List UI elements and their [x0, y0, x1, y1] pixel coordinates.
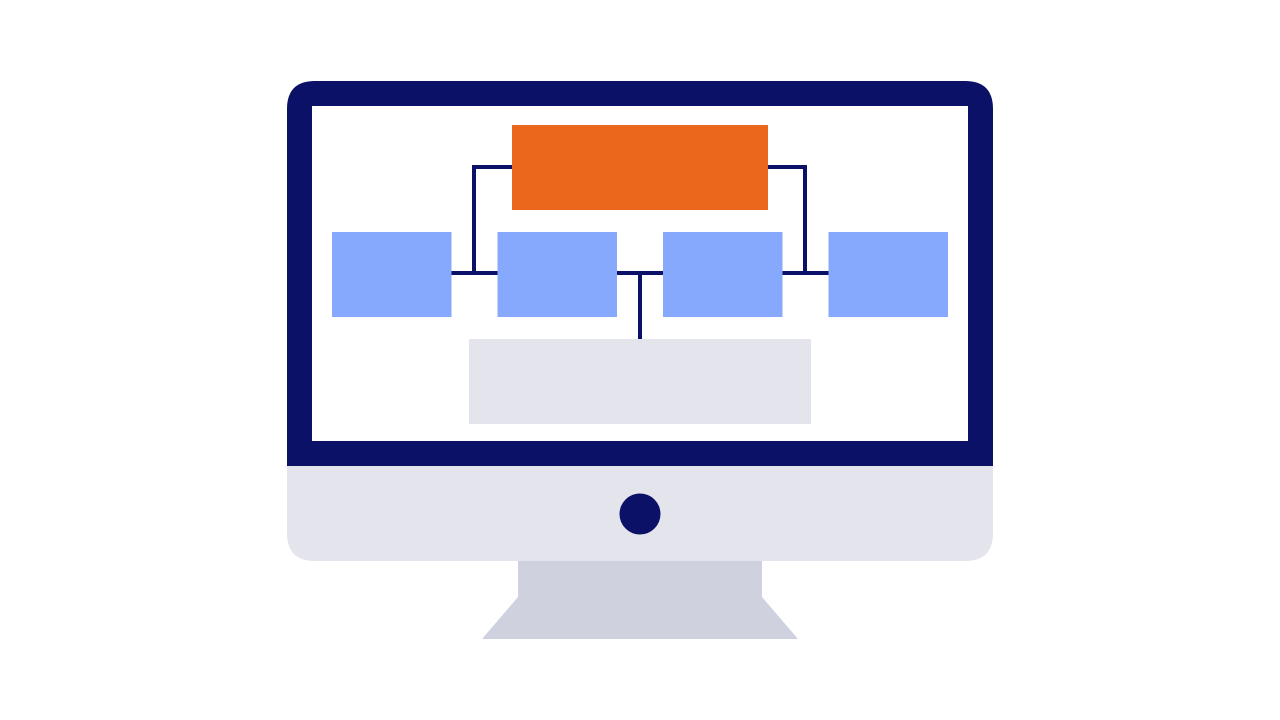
diagram-child-node-3	[663, 232, 783, 317]
monitor-stand	[482, 558, 798, 639]
connector-root-left	[472, 165, 513, 273]
stand-base	[482, 597, 798, 639]
diagram-footer-block	[469, 339, 811, 424]
org-chart-icon	[332, 125, 948, 424]
power-button-icon	[619, 493, 661, 535]
connector-root-right	[767, 165, 807, 273]
diagram-child-node-2	[497, 232, 617, 317]
stand-neck	[518, 558, 762, 600]
diagram-child-node-4	[828, 232, 948, 317]
diagram-root-node	[512, 125, 768, 210]
diagram-child-node-1	[332, 232, 452, 317]
diagram-connectors	[451, 165, 829, 339]
